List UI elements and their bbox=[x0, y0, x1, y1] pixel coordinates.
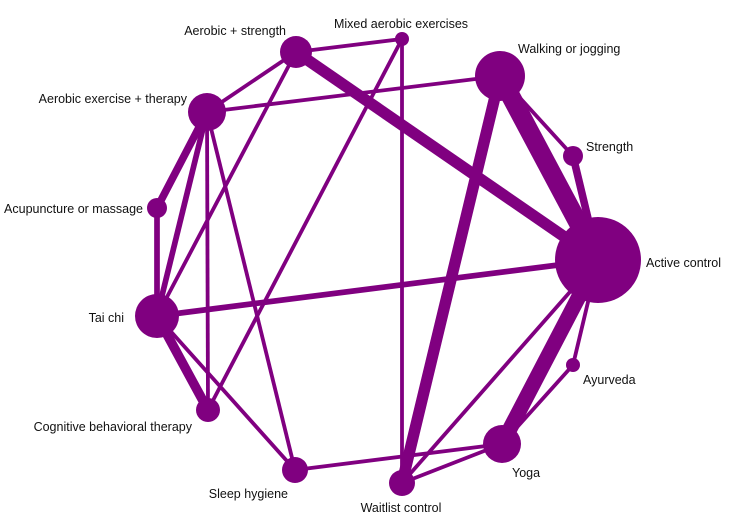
node-tai-chi bbox=[135, 294, 179, 338]
label-waitlist-control: Waitlist control bbox=[361, 501, 442, 515]
labels-layer: Aerobic + strength Mixed aerobic exercise… bbox=[4, 17, 721, 515]
node-walking-jogging bbox=[475, 51, 525, 101]
label-ayurveda: Ayurveda bbox=[583, 373, 636, 387]
node-acupuncture-massage bbox=[147, 198, 167, 218]
edge-walking-jogging-aerobic-therapy bbox=[206, 74, 501, 114]
edge-cbt-aerobic-therapy bbox=[205, 111, 210, 411]
node-cbt bbox=[196, 398, 220, 422]
label-tai-chi: Tai chi bbox=[89, 311, 124, 325]
node-ayurveda bbox=[566, 358, 580, 372]
edge-yoga-sleep-hygiene bbox=[294, 442, 503, 472]
node-strength bbox=[563, 146, 583, 166]
edge-active-control-tai-chi bbox=[156, 257, 599, 319]
node-waitlist-control bbox=[389, 470, 415, 496]
label-walking-jogging: Walking or jogging bbox=[518, 42, 620, 56]
label-mixed-aerobic: Mixed aerobic exercises bbox=[334, 17, 468, 31]
node-active-control bbox=[555, 217, 641, 303]
edge-sleep-hygiene-tai-chi bbox=[155, 314, 297, 472]
label-yoga: Yoga bbox=[512, 466, 540, 480]
edge-active-control-waitlist-control bbox=[400, 258, 600, 485]
node-yoga bbox=[483, 425, 521, 463]
edge-cbt-mixed-aerobic bbox=[206, 38, 404, 411]
label-aerobic-therapy: Aerobic exercise + therapy bbox=[39, 92, 188, 106]
node-aerobic-therapy bbox=[188, 93, 226, 131]
label-acupuncture-massage: Acupuncture or massage bbox=[4, 202, 143, 216]
edge-aerobic-strength-active-control bbox=[292, 47, 602, 265]
label-active-control: Active control bbox=[646, 256, 721, 270]
node-aerobic-strength bbox=[280, 36, 312, 68]
nodes-layer bbox=[135, 32, 641, 496]
node-mixed-aerobic bbox=[395, 32, 409, 46]
label-sleep-hygiene: Sleep hygiene bbox=[209, 487, 288, 501]
edge-tai-chi-aerobic-therapy bbox=[154, 111, 210, 317]
label-strength: Strength bbox=[586, 140, 633, 154]
label-aerobic-strength: Aerobic + strength bbox=[184, 24, 286, 38]
edge-sleep-hygiene-aerobic-therapy bbox=[205, 111, 297, 471]
edge-aerobic-strength-mixed-aerobic bbox=[295, 37, 403, 54]
label-cbt: Cognitive behavioral therapy bbox=[34, 420, 193, 434]
node-sleep-hygiene bbox=[282, 457, 308, 483]
